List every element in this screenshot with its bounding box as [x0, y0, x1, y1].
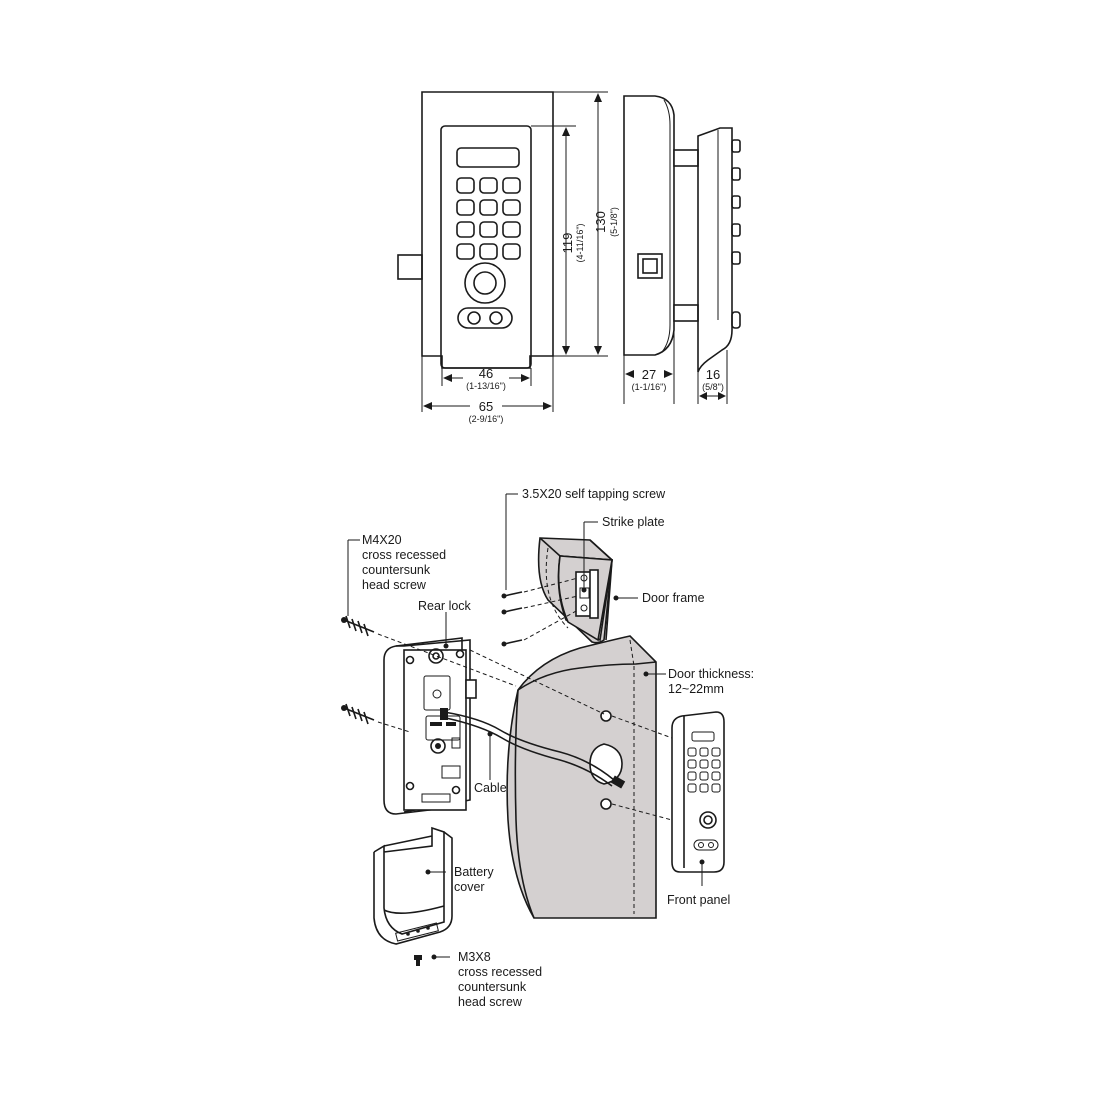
- label-rear-lock: Rear lock: [418, 599, 472, 613]
- keypad-key: [479, 177, 498, 194]
- keypad-key: [456, 177, 475, 194]
- keypad-keys: [456, 177, 521, 260]
- front-height-value: 130: [593, 211, 608, 233]
- front-panel: [611, 711, 725, 873]
- side-depth-imperial: (1-1/16"): [632, 382, 667, 392]
- m3-screw: [414, 955, 422, 966]
- keypad-key: [456, 221, 475, 238]
- keypad-key: [479, 243, 498, 260]
- label-m4-line2: cross recessed: [362, 548, 446, 562]
- display-window: [456, 147, 520, 168]
- side-dimensions: 27 (1-1/16") 16 (5/8"): [623, 330, 728, 404]
- spindle-bottom: [673, 304, 699, 322]
- keypad-panel: [440, 125, 532, 369]
- led-right-icon: [489, 311, 503, 325]
- front-panel-key: [699, 747, 709, 757]
- front-panel-key: [687, 759, 697, 769]
- keypad-key: [502, 177, 521, 194]
- label-m3-line4: head screw: [458, 995, 523, 1009]
- front-panel-key: [711, 747, 721, 757]
- keypad-width-imperial: (1-13/16"): [466, 381, 506, 391]
- tapping-screw-2: [503, 607, 523, 613]
- label-battery-2: cover: [454, 880, 485, 894]
- front-height-imperial: (5-1/8"): [609, 207, 619, 237]
- fingerprint-sensor: [473, 271, 497, 295]
- front-panel-key: [699, 759, 709, 769]
- panel-depth-imperial: (5/8"): [702, 382, 724, 392]
- m4-screws: [341, 615, 605, 733]
- label-cable: Cable: [474, 781, 507, 795]
- keypad-key: [456, 199, 475, 216]
- fingerprint-reader-ring: [464, 262, 506, 304]
- rear-lock-latch: [465, 679, 477, 699]
- keypad-key: [456, 243, 475, 260]
- side-latch-outer: [637, 253, 663, 279]
- callout-labels: 3.5X20 self tapping screw Strike plate D…: [362, 487, 754, 1009]
- door-frame: [537, 537, 613, 644]
- label-m4-line3: countersunk: [362, 563, 431, 577]
- battery-cover: [373, 826, 453, 945]
- front-panel-key: [711, 759, 721, 769]
- label-tapping-screw: 3.5X20 self tapping screw: [522, 487, 666, 501]
- label-door-frame: Door frame: [642, 591, 705, 605]
- keypad-key: [479, 221, 498, 238]
- spindle-top: [673, 149, 699, 167]
- front-dimensions: 130 (5-1/8") 119 (4-11/16") 46 (1-13/16"…: [421, 91, 619, 424]
- front-panel-key: [687, 747, 697, 757]
- label-door-thickness-1: Door thickness:: [668, 667, 754, 681]
- side-view: [623, 95, 741, 373]
- keypad-width-value: 46: [479, 366, 493, 381]
- side-depth-value: 27: [642, 367, 656, 382]
- front-panel-key: [687, 783, 697, 793]
- label-m4-line1: M4X20: [362, 533, 402, 547]
- m3-screw-head: [414, 955, 422, 960]
- rear-lock: [383, 637, 477, 815]
- tapping-screw-1: [503, 591, 523, 597]
- tapping-screws: [501, 577, 579, 647]
- front-panel-key: [699, 783, 709, 793]
- side-body-outline: [623, 95, 675, 356]
- body-width-value: 65: [479, 399, 493, 414]
- label-door-thickness-2: 12~22mm: [668, 682, 724, 696]
- cable: [440, 708, 626, 789]
- front-view: [397, 91, 554, 369]
- label-m3-line1: M3X8: [458, 950, 491, 964]
- label-battery-1: Battery: [454, 865, 494, 879]
- keypad-height-value: 119: [560, 233, 575, 254]
- keypad-height-imperial: (4-11/16"): [575, 223, 585, 262]
- lock-body-outline: [421, 91, 554, 369]
- label-m4-line4: head screw: [362, 578, 427, 592]
- keypad-key: [502, 221, 521, 238]
- door-panel: [506, 635, 657, 919]
- latch-bolt: [397, 254, 423, 280]
- label-front-panel: Front panel: [667, 893, 730, 907]
- panel-depth-value: 16: [706, 367, 720, 382]
- tapping-screw-3: [503, 639, 523, 645]
- callout-leaders: [347, 493, 705, 960]
- label-m3-line2: cross recessed: [458, 965, 542, 979]
- keypad-key: [479, 199, 498, 216]
- side-front-panel: [697, 127, 733, 373]
- side-latch-inner: [642, 258, 658, 274]
- front-panel-key: [711, 771, 721, 781]
- bottom-button-bar: [457, 307, 513, 329]
- body-width-imperial: (2-9/16"): [469, 414, 504, 424]
- label-m3-line3: countersunk: [458, 980, 527, 994]
- keypad-key: [502, 243, 521, 260]
- front-panel-key: [711, 783, 721, 793]
- front-panel-key: [687, 771, 697, 781]
- led-left-icon: [467, 311, 481, 325]
- front-panel-key: [699, 771, 709, 781]
- keypad-key: [502, 199, 521, 216]
- label-strike-plate: Strike plate: [602, 515, 665, 529]
